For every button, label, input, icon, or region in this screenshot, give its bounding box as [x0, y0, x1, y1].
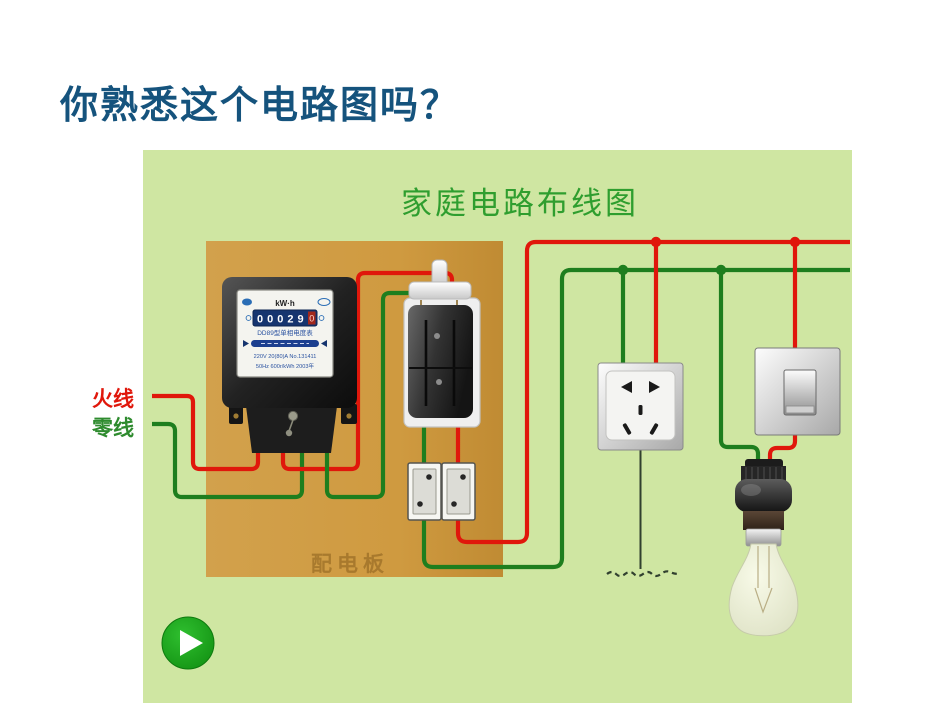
live-wire-fuse-to-bus: [455, 239, 850, 545]
meter-reading: 00029: [257, 314, 308, 326]
lamp-holder-cap: [745, 459, 783, 468]
wall-switch-rocker: [783, 369, 817, 416]
fuse-2: [441, 462, 476, 521]
lamp-holder-body: [735, 479, 792, 512]
socket-hole-earth: [638, 405, 643, 415]
ground-symbol: [606, 570, 680, 578]
meter-spec-line1: 220V 20(80)A No.131411: [254, 354, 317, 360]
fuse-1: [407, 462, 442, 521]
wall-switch-rocker-lip: [785, 405, 815, 414]
fuse-2-screw-bottom: [451, 501, 457, 507]
lamp-holder-band: [743, 511, 784, 530]
junction-dot-live-socket: [650, 236, 662, 248]
light-bulb: [728, 459, 799, 637]
slide-title: 你熟悉这个电路图吗？: [60, 85, 461, 127]
diagram-title: 家庭电路布线图: [401, 186, 639, 221]
meter-spec-line2: 50Hz 600r/kWh 2003年: [256, 362, 315, 370]
lamp-holder-highlight: [741, 484, 761, 496]
distribution-board-label: 配电板: [311, 552, 389, 576]
lamp-holder-ridges: [745, 467, 783, 480]
play-icon[interactable]: [180, 630, 203, 656]
neutral-wire-label: 零线: [92, 416, 134, 440]
socket-hole-live: [622, 423, 632, 435]
meter-seal-tag: [285, 429, 293, 437]
bulb-glass: [728, 543, 799, 637]
circuit-diagram-panel: kW·h 00029 0 DD89型单相电度表 220V 20(80)A No.…: [143, 150, 852, 703]
neutral-wire-supply: [152, 421, 305, 500]
knife-switch: [403, 259, 481, 428]
fuse-1-panel: [412, 468, 437, 515]
meter-dial-mark-left: [245, 315, 252, 321]
socket-hole-neutral: [649, 423, 659, 435]
power-socket: [597, 362, 684, 451]
wall-switch: [754, 347, 841, 436]
knife-switch-screw-top: [434, 333, 440, 339]
fuse-2-screw-top: [460, 474, 466, 480]
meter-mount-hole-right: [346, 413, 352, 419]
fuse-1-screw-top: [426, 474, 432, 480]
junction-dot-live-switch: [789, 236, 801, 248]
meter-dial-mark-right: [318, 315, 325, 321]
knife-switch-cover: [408, 305, 473, 418]
live-wire-switch-to-lamp: [767, 435, 798, 463]
lamp-screw-collar: [745, 528, 782, 547]
play-button[interactable]: [161, 616, 215, 670]
electric-meter: kW·h 00029 0 DD89型单相电度表 220V 20(80)A No.…: [222, 277, 357, 453]
live-wire-supply: [152, 393, 261, 472]
meter-cert-mark: [317, 298, 331, 306]
fuse-1-screw-bottom: [417, 501, 423, 507]
bulb-filament: [754, 546, 773, 614]
socket-hole-left: [621, 381, 632, 393]
junction-dot-neutral-lamp: [715, 264, 727, 276]
meter-terminal-cover: [246, 406, 337, 453]
knife-switch-screw-bottom: [436, 379, 442, 385]
fuse-2-panel: [446, 468, 471, 515]
socket-hole-right: [649, 381, 660, 393]
circuit-diagram: kW·h 00029 0 DD89型单相电度表 220V 20(80)A No.…: [152, 186, 850, 670]
meter-mount-hole-left: [233, 413, 239, 419]
meter-seal-screw: [287, 410, 299, 422]
knife-switch-handle-bar: [408, 281, 472, 300]
meter-seal-wire: [288, 419, 294, 432]
junction-dot-neutral-socket: [617, 264, 629, 276]
knife-switch-blade-slots: [424, 320, 456, 406]
live-wire-meter-to-switch: [280, 270, 455, 472]
neutral-wire-fuse-to-bus: [421, 267, 850, 570]
meter-counter-red-window: [308, 311, 316, 325]
meter-model-text: DD89型单相电度表: [257, 328, 313, 337]
meter-reading-decimal: 0: [309, 314, 314, 324]
meter-disc-slot: [251, 340, 319, 347]
meter-disc-arrow-right: [321, 340, 327, 347]
neutral-wire-lamp-drop: [718, 270, 761, 463]
live-wire-label: 火线: [92, 387, 134, 411]
meter-counter: [252, 309, 318, 327]
meter-brand-logo: [242, 298, 252, 306]
meter-disc-arrow-left: [243, 340, 249, 347]
meter-unit-label: kW·h: [275, 299, 295, 308]
